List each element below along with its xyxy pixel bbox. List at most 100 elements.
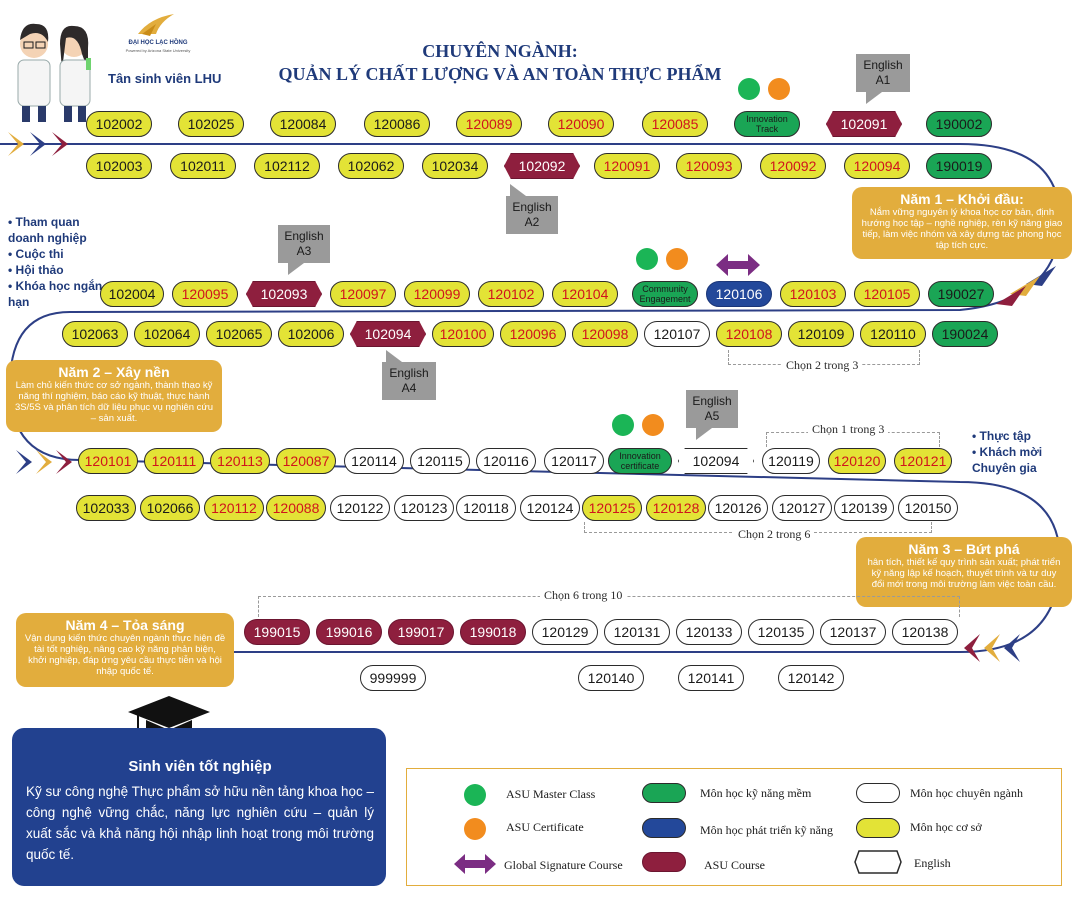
course-120093[interactable]: 120093 [676,153,742,179]
course-102093[interactable]: 102093 [246,281,322,307]
course-120135[interactable]: 120135 [748,619,814,645]
course-120097[interactable]: 120097 [330,281,396,307]
course-120095[interactable]: 120095 [172,281,238,307]
course-120086[interactable]: 120086 [364,111,430,137]
course-120129[interactable]: 120129 [532,619,598,645]
course-120127[interactable]: 120127 [772,495,832,521]
course-120107[interactable]: 120107 [644,321,710,347]
course-120091[interactable]: 120091 [594,153,660,179]
english-a2-pointer-icon [510,184,526,196]
legend-english-label: English [914,856,951,870]
course-120150[interactable]: 120150 [898,495,958,521]
course-102112[interactable]: 102112 [254,153,320,179]
course-120092[interactable]: 120092 [760,153,826,179]
course-190024[interactable]: 190024 [932,321,998,347]
course-199018[interactable]: 199018 [460,619,526,645]
course-120123[interactable]: 120123 [394,495,454,521]
course-120084[interactable]: 120084 [270,111,336,137]
course-102062[interactable]: 102062 [338,153,404,179]
legend [406,768,1062,886]
course-120085[interactable]: 120085 [642,111,708,137]
course-120103[interactable]: 120103 [780,281,846,307]
course-120110[interactable]: 120110 [860,321,926,347]
course-190027[interactable]: 190027 [928,281,994,307]
course-102064[interactable]: 102064 [134,321,200,347]
course-120140[interactable]: 120140 [578,665,644,691]
course-120104[interactable]: 120104 [552,281,618,307]
course-190019[interactable]: 190019 [926,153,992,179]
course-102065[interactable]: 102065 [206,321,272,347]
course-innovation-certificate[interactable]: Innovation certificate [608,448,672,474]
course-120090[interactable]: 120090 [548,111,614,137]
page-title: CHUYÊN NGÀNH: QUẢN LÝ CHẤT LƯỢNG VÀ AN T… [250,40,750,86]
course-120096[interactable]: 120096 [500,321,566,347]
course-102063[interactable]: 102063 [62,321,128,347]
course-120111[interactable]: 120111 [144,448,204,474]
legend-skill-label: Môn học phát triển kỹ năng [700,823,833,837]
course-120133[interactable]: 120133 [676,619,742,645]
course-102033[interactable]: 102033 [76,495,136,521]
course-120142[interactable]: 120142 [778,665,844,691]
course-102092[interactable]: 102092 [504,153,580,179]
course-199016[interactable]: 199016 [316,619,382,645]
course-102011[interactable]: 102011 [170,153,236,179]
course-102091[interactable]: 102091 [826,111,902,137]
course-102034[interactable]: 102034 [422,153,488,179]
course-120139[interactable]: 120139 [834,495,894,521]
course-120124[interactable]: 120124 [520,495,580,521]
course-102002[interactable]: 102002 [86,111,152,137]
course-199015[interactable]: 199015 [244,619,310,645]
course-120094[interactable]: 120094 [844,153,910,179]
course-community-engagement[interactable]: Community Engagement [632,281,698,307]
course-120099[interactable]: 120099 [404,281,470,307]
course-innovation-track[interactable]: Innovation Track [734,111,800,137]
year-4-box: Năm 4 – Tỏa sáng Vận dụng kiến thức chuy… [16,613,234,687]
course-120098[interactable]: 120098 [572,321,638,347]
course-120106[interactable]: 120106 [706,281,772,307]
course-120128[interactable]: 120128 [646,495,706,521]
course-120118[interactable]: 120118 [456,495,516,521]
course-120101[interactable]: 120101 [78,448,138,474]
course-120100[interactable]: 120100 [432,321,494,347]
course-999999[interactable]: 999999 [360,665,426,691]
course-120131[interactable]: 120131 [604,619,670,645]
course-120113[interactable]: 120113 [210,448,270,474]
course-120116[interactable]: 120116 [476,448,536,474]
course-120112[interactable]: 120112 [204,495,264,521]
legend-certificate-dot-icon [464,818,486,840]
course-190002[interactable]: 190002 [926,111,992,137]
course-120117[interactable]: 120117 [544,448,604,474]
course-120109[interactable]: 120109 [788,321,854,347]
course-120125[interactable]: 120125 [582,495,642,521]
year-3-box: Năm 3 – Bứt phá hân tích, thiết kế quy t… [856,537,1072,607]
course-199017[interactable]: 199017 [388,619,454,645]
course-102003[interactable]: 102003 [86,153,152,179]
year-4-title: Năm 4 – Tỏa sáng [65,617,185,633]
course-120137[interactable]: 120137 [820,619,886,645]
course-102006[interactable]: 102006 [278,321,344,347]
legend-global-arrow-icon [454,854,496,874]
course-120088[interactable]: 120088 [266,495,326,521]
course-120141[interactable]: 120141 [678,665,744,691]
course-120087[interactable]: 120087 [276,448,336,474]
course-102066[interactable]: 102066 [140,495,200,521]
course-120121[interactable]: 120121 [894,448,952,474]
course-102094[interactable]: 102094 [350,321,426,347]
course-102025[interactable]: 102025 [178,111,244,137]
legend-master-class-dot-icon [464,784,486,806]
course-120102[interactable]: 120102 [478,281,544,307]
course-102004[interactable]: 102004 [100,281,164,307]
course-120126[interactable]: 120126 [708,495,768,521]
activity-short-course: • Khóa học ngắn hạn [8,279,103,309]
course-120120[interactable]: 120120 [828,448,886,474]
course-120119[interactable]: 120119 [762,448,820,474]
course-120105[interactable]: 120105 [854,281,920,307]
course-102094-english[interactable]: 102094 [678,448,754,474]
course-120089[interactable]: 120089 [456,111,522,137]
course-120115[interactable]: 120115 [410,448,470,474]
course-120108[interactable]: 120108 [716,321,782,347]
course-120122[interactable]: 120122 [330,495,390,521]
course-120114[interactable]: 120114 [344,448,404,474]
english-a3-pointer-icon [288,263,304,275]
course-120138[interactable]: 120138 [892,619,958,645]
